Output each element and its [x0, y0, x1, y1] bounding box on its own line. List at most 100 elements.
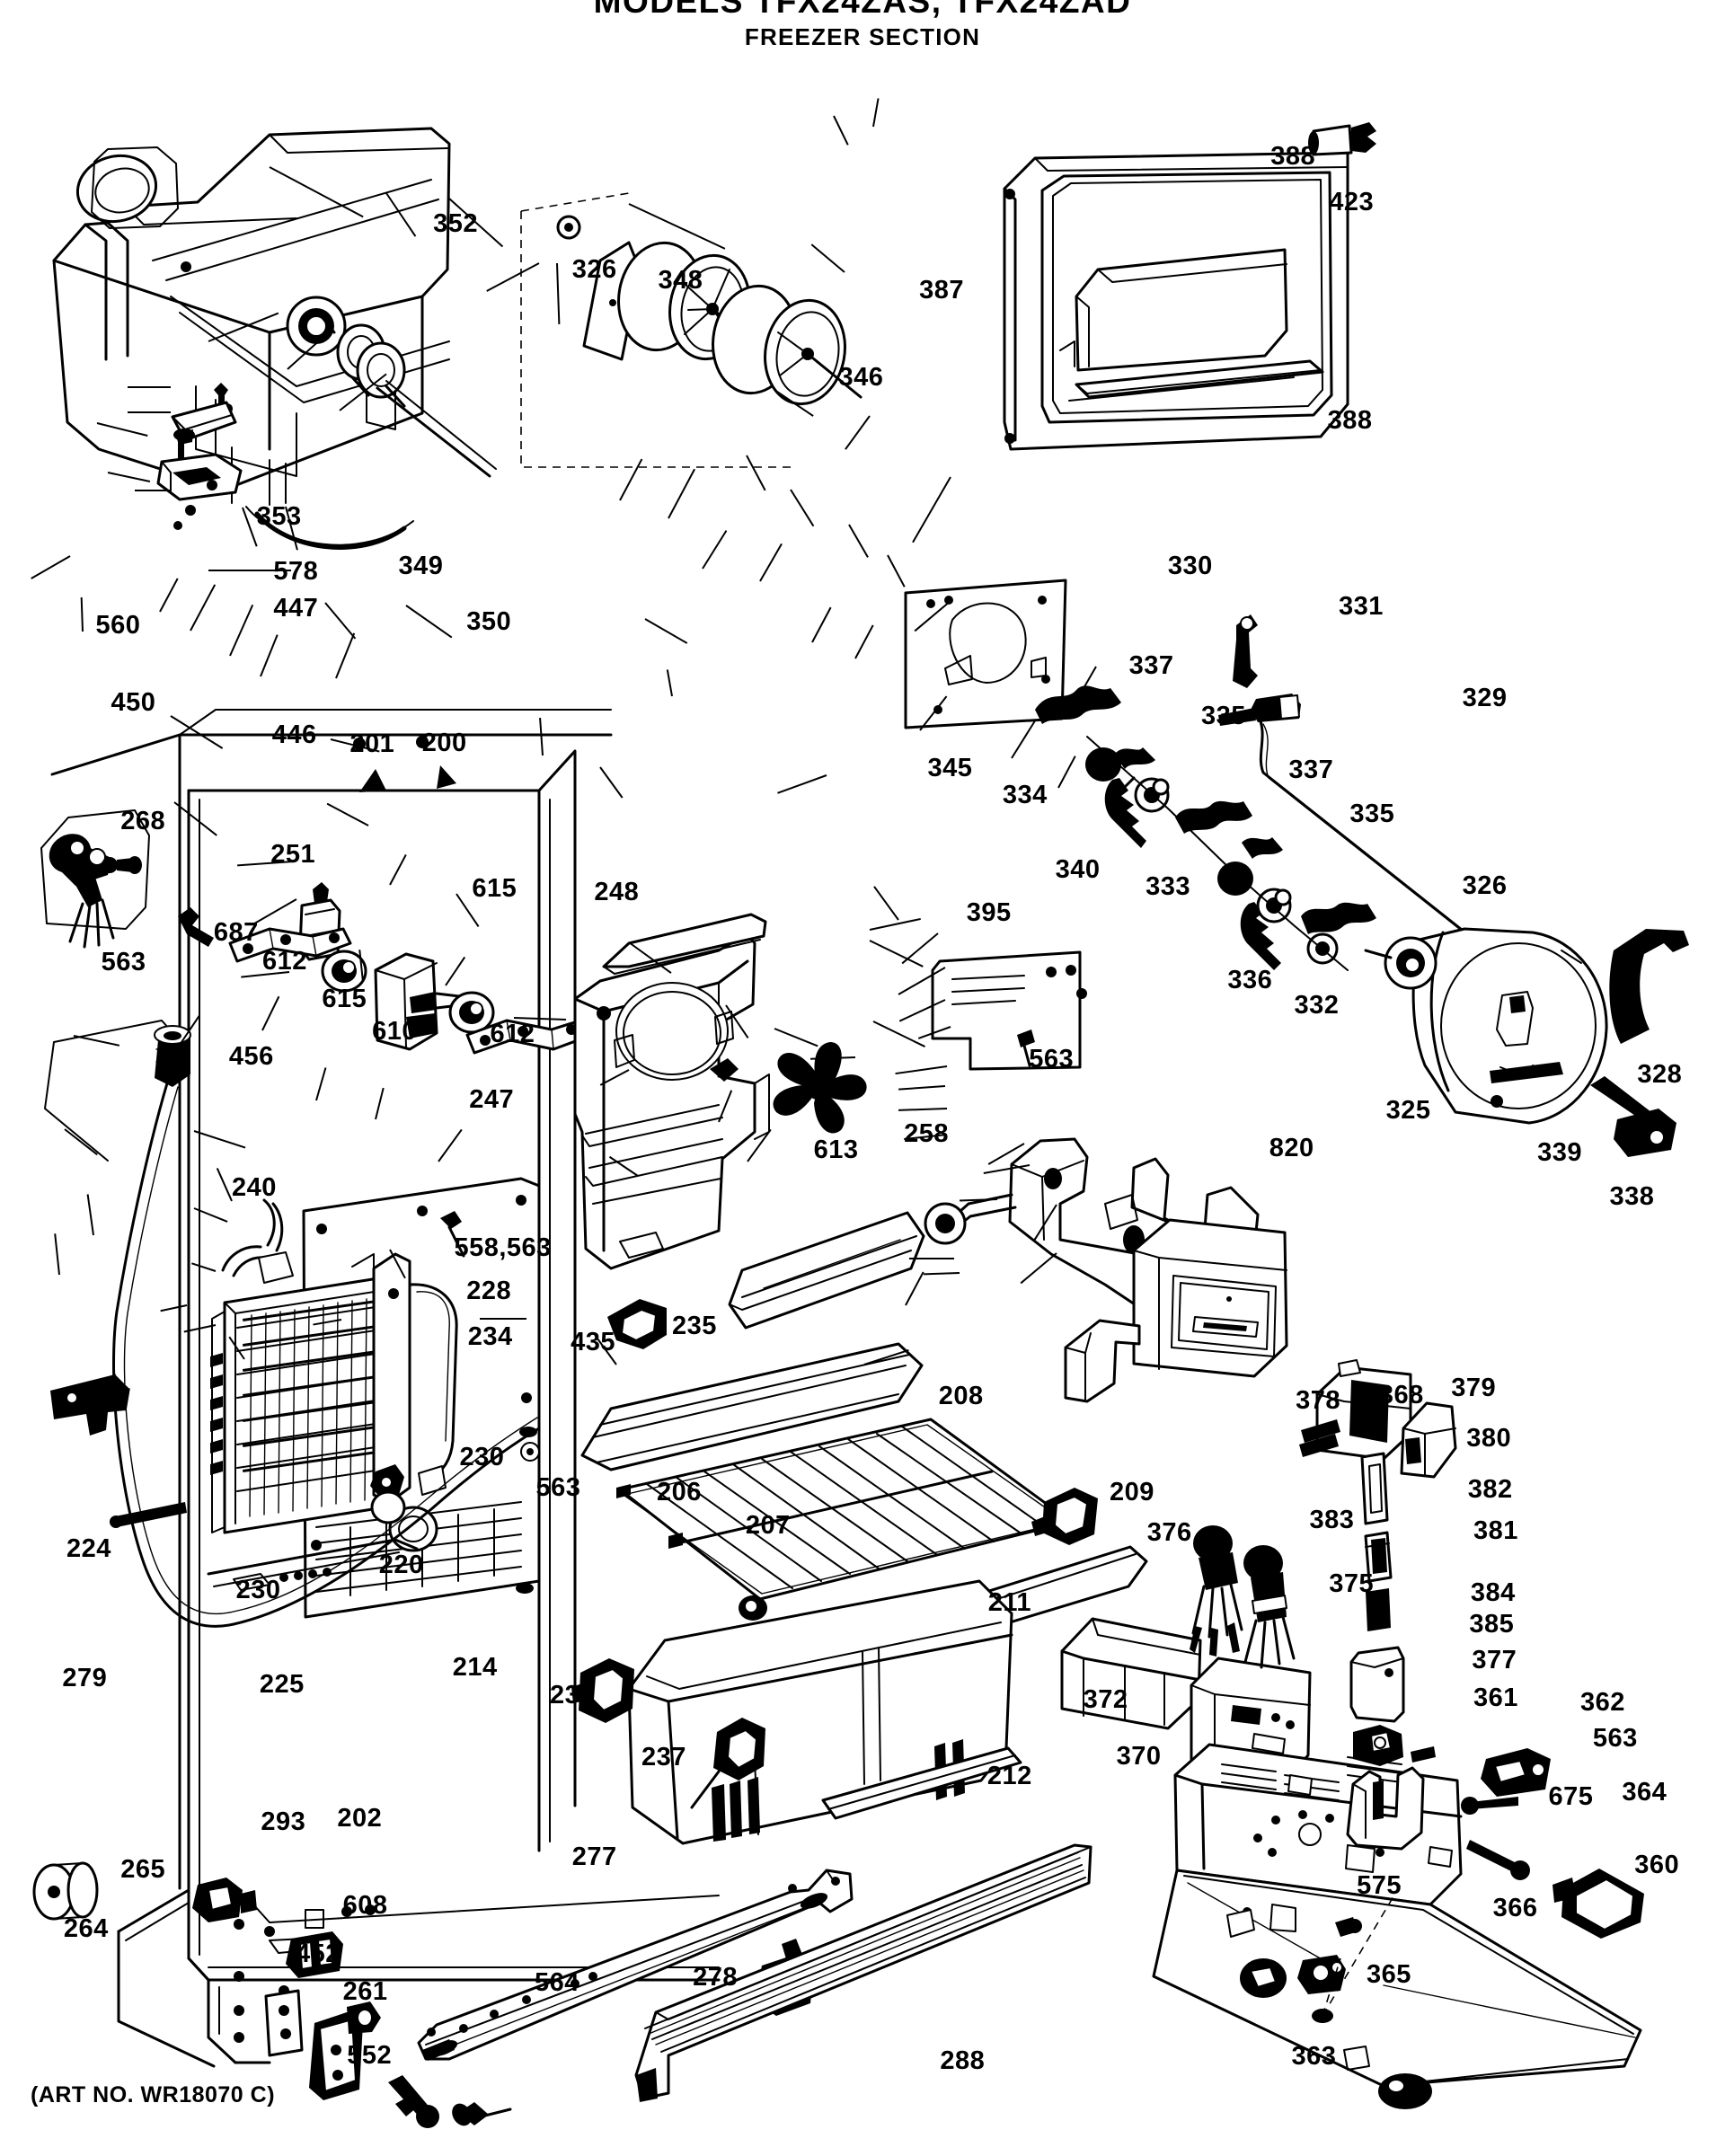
callout-328: 328 — [1637, 1059, 1683, 1089]
part-wire-harness-268 — [49, 834, 115, 949]
callout-435: 435 — [571, 1328, 616, 1356]
part-plug-608 — [286, 1931, 343, 1978]
callout-687: 687 — [213, 918, 259, 947]
callout-277: 277 — [571, 1842, 617, 1871]
callout-382: 382 — [1467, 1474, 1513, 1504]
callout-384: 384 — [1470, 1578, 1516, 1607]
callout-388a: 388 — [1270, 142, 1316, 171]
callout-258: 258 — [904, 1118, 950, 1148]
part-leveling-foot-363 — [1378, 2073, 1432, 2109]
part-bushing-381 — [1366, 1588, 1391, 1631]
callout-423: 423 — [1329, 188, 1375, 216]
part-rear-panel-395 — [931, 950, 1087, 1071]
part-shelf-stop-207 — [739, 1595, 767, 1621]
part-clip-279 — [50, 1374, 130, 1436]
callout-288: 288 — [940, 2046, 986, 2075]
callout-360: 360 — [1634, 1851, 1680, 1879]
part-screw-687 — [178, 907, 214, 947]
part-bushing-615-right — [448, 991, 495, 1034]
part-screw-564 — [452, 2102, 512, 2126]
callout-364: 364 — [1622, 1778, 1668, 1807]
part-freezer-door — [1003, 151, 1349, 451]
callout-563a: 563 — [101, 948, 146, 976]
part-air-duct-housing — [573, 913, 770, 1270]
callout-214: 214 — [452, 1652, 498, 1682]
callout-563c: 563 — [535, 1473, 581, 1502]
callout-446: 446 — [271, 720, 317, 749]
callout-265: 265 — [120, 1854, 166, 1884]
part-screw-575 — [1335, 1917, 1362, 1937]
callout-381: 381 — [1473, 1516, 1518, 1545]
callout-377: 377 — [1472, 1646, 1517, 1674]
part-base-pan-assembly — [1152, 1743, 1642, 2109]
callout-228: 228 — [466, 1277, 512, 1305]
part-screw-563d — [1461, 1797, 1518, 1815]
part-inset-268 — [40, 809, 150, 949]
leader-447 — [128, 411, 171, 413]
part-pin-339 — [1590, 1076, 1651, 1123]
leader-251 — [208, 570, 291, 571]
part-roller-264 — [32, 1861, 99, 1921]
callout-329: 329 — [1462, 684, 1508, 712]
callout-251: 251 — [270, 840, 316, 869]
part-shelf-bracket-208 — [1031, 1488, 1098, 1545]
part-grommet-326-upper — [556, 215, 581, 240]
part-auger-bushings — [336, 323, 497, 478]
part-wire-harness-375 — [1243, 1545, 1296, 1669]
part-wire-harness-376 — [1190, 1525, 1243, 1657]
callout-615b: 615 — [472, 873, 518, 903]
callout-352: 352 — [433, 209, 478, 238]
callout-240: 240 — [231, 1172, 277, 1202]
callout-578: 578 — [273, 557, 319, 586]
callout-331: 331 — [1339, 592, 1384, 621]
part-grommet-366 — [1297, 1955, 1346, 1994]
callout-234: 234 — [467, 1322, 513, 1351]
callout-560: 560 — [95, 611, 141, 640]
callout-372: 372 — [1083, 1684, 1128, 1714]
part-hinge-612-upper — [228, 927, 352, 963]
callout-201: 201 — [349, 729, 395, 758]
callout-613: 613 — [813, 1135, 859, 1164]
part-duct-258 — [728, 1211, 925, 1330]
part-icemaker-assembly — [924, 1137, 1288, 1378]
part-bushing-615-left — [321, 950, 367, 993]
part-bracket-328 — [1609, 929, 1689, 1044]
callout-366: 366 — [1492, 1894, 1538, 1922]
part-bracket-377 — [1346, 1766, 1425, 1851]
part-screw-558-563 — [440, 1211, 465, 1258]
part-fan-blade-613 — [773, 1042, 867, 1134]
part-fan-assembly-lower — [712, 284, 862, 406]
callout-575: 575 — [1357, 1870, 1402, 1900]
part-washer-385 — [1411, 1746, 1436, 1763]
part-housing-383 — [1349, 1646, 1405, 1723]
part-lever-330 — [1233, 614, 1258, 688]
part-evaporator-coil — [210, 1198, 458, 1534]
callout-365: 365 — [1366, 1959, 1411, 1989]
callout-237: 237 — [641, 1743, 686, 1772]
callout-330: 330 — [1167, 552, 1213, 580]
leader-578 — [128, 386, 171, 388]
callout-332: 332 — [1294, 991, 1340, 1020]
part-auger-coupling — [286, 296, 347, 357]
callout-610: 610 — [372, 1016, 417, 1046]
callout-350: 350 — [466, 606, 512, 636]
callout-335b: 335 — [1349, 800, 1395, 828]
leader-446 — [135, 490, 171, 491]
callout-268: 268 — [120, 806, 166, 835]
callout-558563: 558,563 — [454, 1233, 552, 1262]
callout-261: 261 — [342, 1977, 388, 2006]
part-shelf-clip-435 — [607, 1299, 667, 1349]
callout-206: 206 — [656, 1477, 702, 1507]
part-plug-365 — [1240, 1958, 1287, 1998]
part-screw-552 — [388, 2075, 439, 2128]
callout-337a: 337 — [1128, 651, 1174, 680]
callout-376: 376 — [1146, 1517, 1192, 1547]
callout-370: 370 — [1116, 1741, 1162, 1771]
part-hinge-612-lower — [465, 1019, 589, 1055]
part-linkage-arms — [1035, 685, 1376, 971]
callout-337b: 337 — [1288, 755, 1334, 784]
callout-230a: 230 — [459, 1442, 505, 1471]
part-actuator-331 — [1218, 694, 1301, 726]
callout-388b: 388 — [1327, 406, 1373, 435]
